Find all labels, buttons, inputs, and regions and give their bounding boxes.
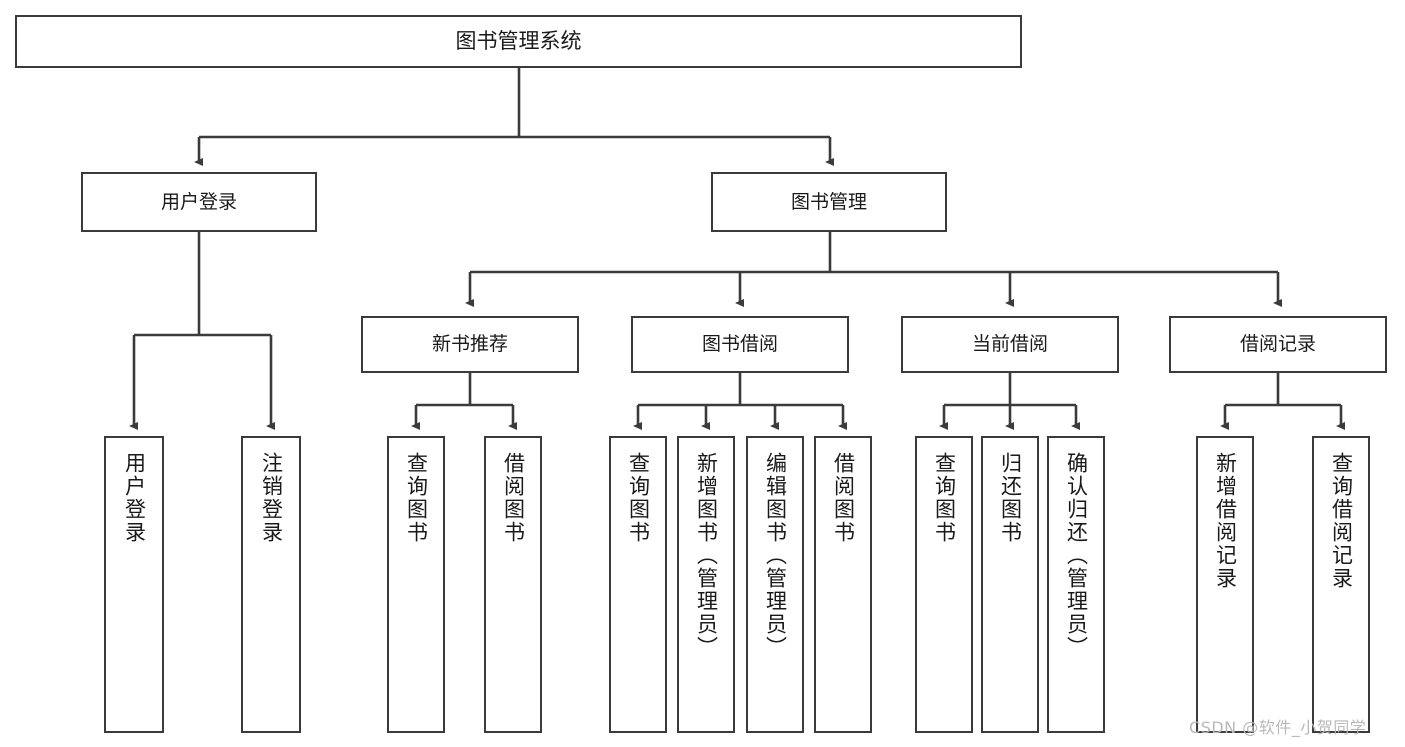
- node-leaf-edit-book-label: 编辑图书（管理员）: [763, 452, 788, 659]
- node-leaf-confirm-return[interactable]: 确认归还（管理员）: [1047, 436, 1105, 733]
- node-leaf-query-record[interactable]: 查询借阅记录: [1312, 436, 1370, 733]
- node-leaf-return-book[interactable]: 归还图书: [981, 436, 1039, 733]
- node-leaf-borrow-book-2-label: 借阅图书: [831, 452, 856, 544]
- node-leaf-user-logout[interactable]: 注销登录: [241, 436, 301, 733]
- node-borrow-record[interactable]: 借阅记录: [1169, 316, 1387, 373]
- node-leaf-query-book-1[interactable]: 查询图书: [387, 436, 445, 733]
- node-user-login[interactable]: 用户登录: [81, 172, 317, 232]
- node-leaf-query-book-3-label: 查询图书: [932, 452, 957, 544]
- node-book-management[interactable]: 图书管理: [711, 172, 947, 232]
- node-leaf-add-record[interactable]: 新增借阅记录: [1196, 436, 1254, 733]
- node-leaf-query-record-label: 查询借阅记录: [1329, 452, 1354, 590]
- node-borrow-record-label: 借阅记录: [1239, 333, 1316, 356]
- node-new-book-recommend[interactable]: 新书推荐: [361, 316, 579, 373]
- node-leaf-borrow-book-1[interactable]: 借阅图书: [484, 436, 542, 733]
- node-leaf-confirm-return-label: 确认归还（管理员）: [1064, 452, 1089, 659]
- node-leaf-add-book[interactable]: 新增图书（管理员）: [677, 436, 735, 733]
- node-new-book-recommend-label: 新书推荐: [431, 333, 508, 356]
- node-user-login-label: 用户登录: [160, 190, 237, 213]
- node-leaf-user-login-label: 用户登录: [122, 452, 147, 544]
- node-leaf-query-book-2[interactable]: 查询图书: [609, 436, 667, 733]
- node-current-borrow[interactable]: 当前借阅: [901, 316, 1119, 373]
- node-leaf-query-book-2-label: 查询图书: [626, 452, 651, 544]
- node-leaf-query-book-1-label: 查询图书: [404, 452, 429, 544]
- node-leaf-user-login[interactable]: 用户登录: [104, 436, 164, 733]
- node-leaf-user-logout-label: 注销登录: [259, 452, 284, 544]
- node-leaf-add-record-label: 新增借阅记录: [1213, 452, 1238, 590]
- node-root[interactable]: 图书管理系统: [15, 15, 1022, 68]
- node-current-borrow-label: 当前借阅: [971, 333, 1048, 356]
- node-book-borrow-label: 图书借阅: [701, 333, 778, 356]
- node-book-borrow[interactable]: 图书借阅: [631, 316, 849, 373]
- node-root-label: 图书管理系统: [455, 29, 582, 54]
- node-leaf-borrow-book-2[interactable]: 借阅图书: [814, 436, 872, 733]
- node-book-management-label: 图书管理: [790, 190, 867, 213]
- node-leaf-add-book-label: 新增图书（管理员）: [694, 452, 719, 659]
- node-leaf-borrow-book-1-label: 借阅图书: [501, 452, 526, 544]
- node-leaf-query-book-3[interactable]: 查询图书: [915, 436, 973, 733]
- node-leaf-edit-book[interactable]: 编辑图书（管理员）: [746, 436, 804, 733]
- node-leaf-return-book-label: 归还图书: [998, 452, 1023, 544]
